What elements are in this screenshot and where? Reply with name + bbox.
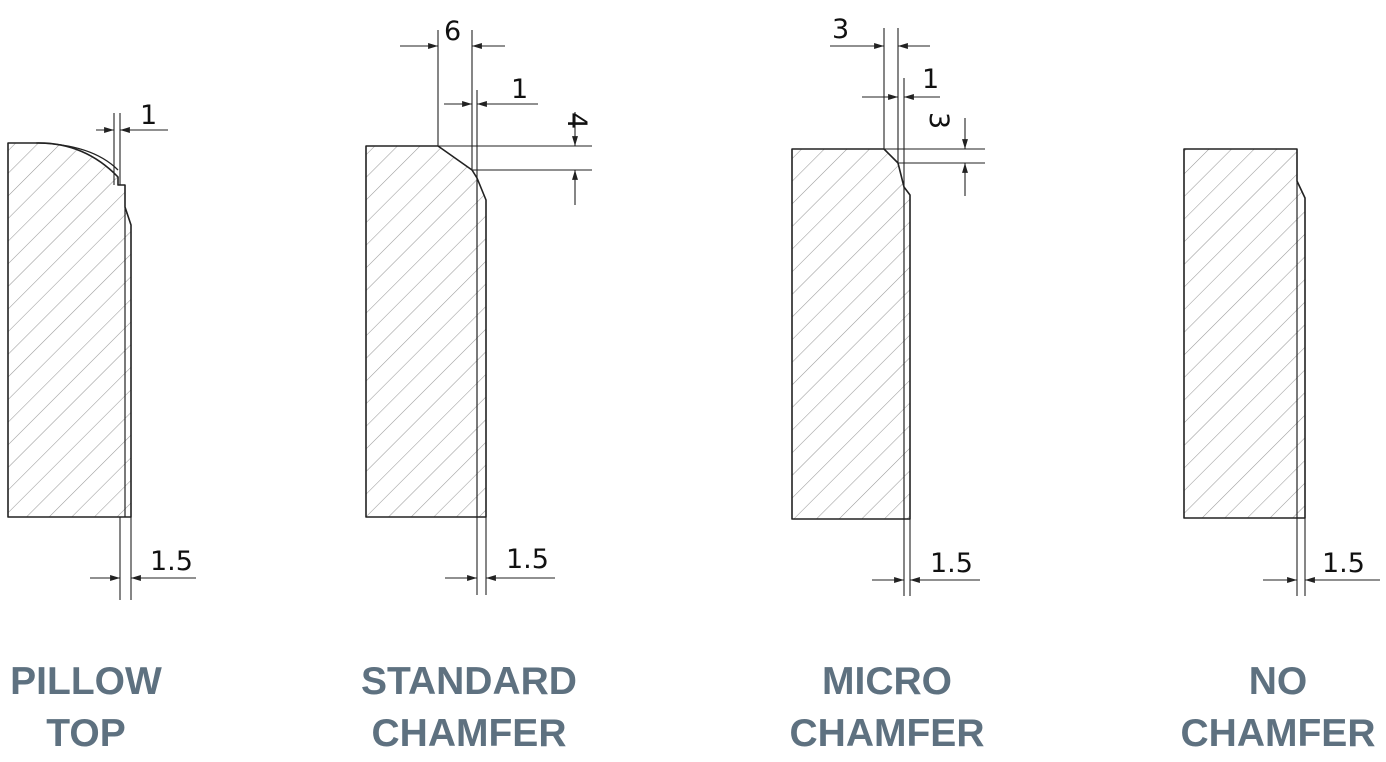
pillow-top-body [7, 142, 132, 518]
no-chamfer-body [1183, 148, 1306, 519]
caption-no-chamfer: NO CHAMFER [1128, 656, 1386, 760]
caption-line: CHAMFER [789, 712, 985, 755]
caption-line: MICRO [822, 660, 952, 703]
profile-no-chamfer [1183, 148, 1380, 596]
micro-chamfer-top-dim: 3 [832, 14, 849, 45]
profile-standard-chamfer [365, 30, 592, 595]
caption-pillow-top: PILLOW TOP [0, 656, 236, 760]
standard-chamfer-side-dim: 1 [511, 74, 528, 105]
micro-chamfer-height-dim: 3 [923, 112, 954, 129]
standard-chamfer-height-dim: 4 [561, 112, 592, 129]
caption-line: NO [1248, 660, 1308, 703]
pillow-top-side-dim: 1 [140, 100, 157, 131]
standard-chamfer-top-dim: 6 [444, 16, 461, 47]
caption-line: TOP [46, 712, 126, 755]
micro-chamfer-side-dim: 1 [922, 64, 939, 95]
caption-line: PILLOW [10, 660, 162, 703]
no-chamfer-bottom-dim: 1.5 [1322, 548, 1365, 579]
caption-line: CHAMFER [371, 712, 567, 755]
profile-pillow-top [7, 113, 196, 600]
micro-chamfer-body [791, 148, 911, 520]
standard-chamfer-body [365, 145, 487, 518]
pillow-top-crown [35, 142, 119, 171]
micro-chamfer-bottom-dim: 1.5 [930, 548, 973, 579]
standard-chamfer-bottom-dim: 1.5 [506, 544, 549, 575]
caption-line: CHAMFER [1180, 712, 1376, 755]
profile-micro-chamfer [791, 28, 985, 596]
caption-line: STANDARD [361, 660, 577, 703]
caption-standard-chamfer: STANDARD CHAMFER [319, 656, 619, 760]
caption-micro-chamfer: MICRO CHAMFER [737, 656, 1037, 760]
pillow-top-bottom-dim: 1.5 [150, 546, 193, 577]
